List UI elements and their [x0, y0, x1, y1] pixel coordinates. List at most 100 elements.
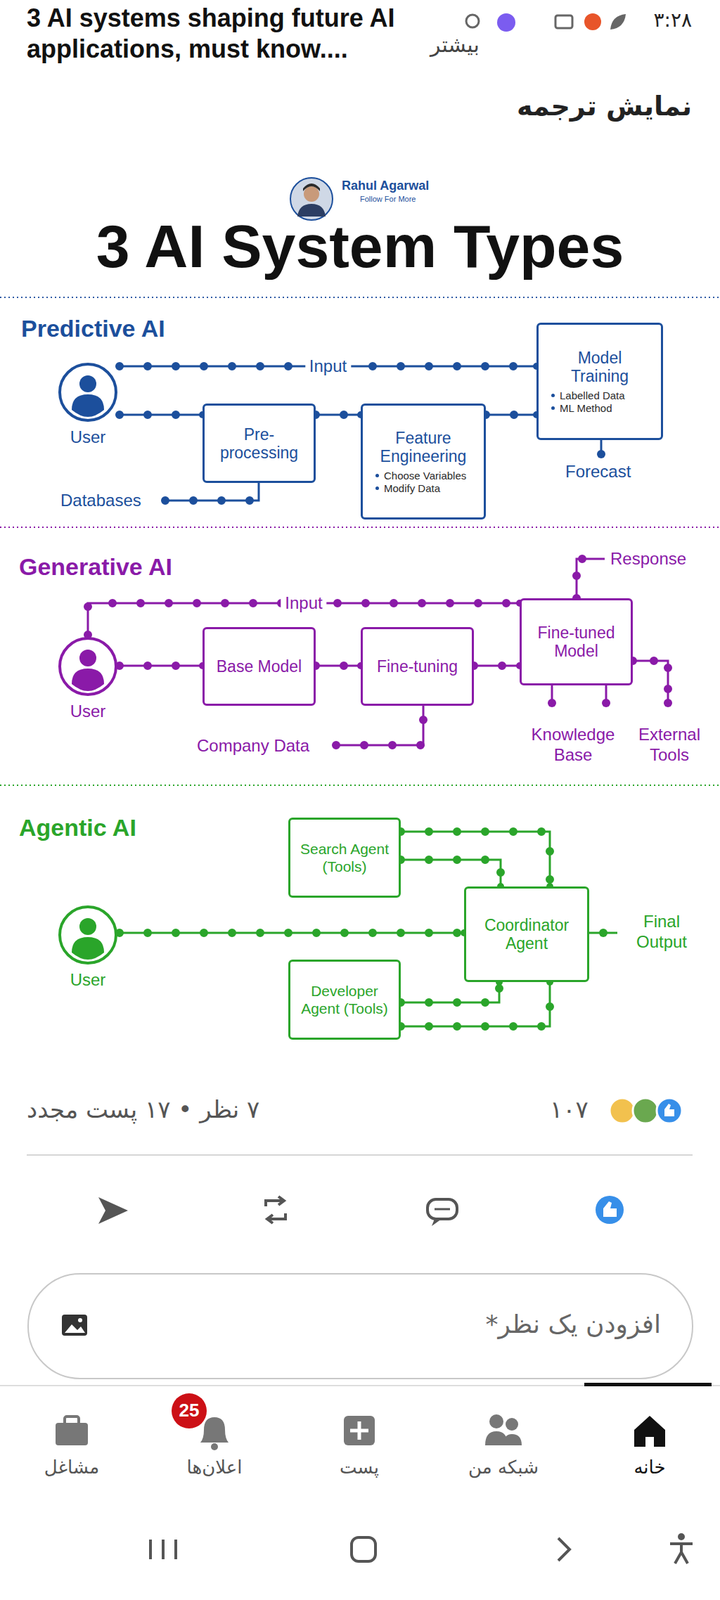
bullet-dot — [375, 486, 379, 491]
bullet-dot — [551, 406, 555, 410]
box-heading: Model Training — [547, 348, 653, 386]
connector — [485, 411, 540, 419]
connector-dots — [473, 661, 520, 671]
connector-line — [400, 859, 501, 887]
plus-glyph — [350, 1421, 369, 1440]
network-icon — [485, 1431, 522, 1446]
box-heading: Coordinator Agent — [474, 916, 579, 953]
output-label: Response — [610, 548, 687, 569]
connector — [400, 978, 503, 1003]
connector — [119, 929, 468, 937]
bullet-text: Choose Variables — [383, 469, 467, 483]
process-box: Feature EngineeringChoose VariablesModif… — [360, 403, 486, 520]
bullet-text: Labelled Data — [559, 389, 626, 403]
action-icons — [98, 1196, 624, 1227]
leader-line — [632, 660, 668, 704]
home-button — [351, 1537, 376, 1562]
badge-count: 25 — [171, 1399, 207, 1422]
image-sun — [78, 1318, 83, 1323]
leader-dots — [336, 705, 424, 746]
user-head — [79, 918, 97, 936]
leader-dot — [596, 450, 606, 459]
user-head — [79, 375, 97, 393]
box-heading: Pre- processing — [213, 425, 306, 462]
connector — [119, 662, 207, 670]
user-ring — [59, 364, 117, 421]
network-icon — [505, 1418, 519, 1431]
app-icon — [497, 13, 516, 32]
image-icon — [61, 1314, 88, 1336]
source-label: Company Data — [196, 735, 310, 756]
back-button — [558, 1538, 570, 1561]
connector — [315, 662, 365, 670]
connector-dots — [315, 410, 361, 420]
image-mountain — [64, 1324, 86, 1334]
bell-icon — [200, 1417, 229, 1443]
process-box: Coordinator Agent — [464, 886, 590, 983]
bell-clapper — [210, 1443, 218, 1451]
connector-dots — [315, 661, 361, 671]
network-icon — [489, 1414, 504, 1429]
leader-dots — [632, 660, 668, 704]
connector-line — [119, 665, 203, 668]
connector — [400, 859, 505, 891]
accessibility-head — [677, 1533, 685, 1541]
connector-line — [473, 665, 520, 668]
box-heading: Fine-tuned Model — [530, 623, 623, 661]
connector-dots — [119, 661, 203, 671]
user-body — [71, 668, 105, 692]
connector-dots — [400, 859, 501, 887]
image-frame — [61, 1314, 88, 1336]
connector — [119, 411, 207, 419]
section-heading: Agentic AI — [18, 813, 137, 843]
like-reaction — [656, 1098, 683, 1124]
connector-line — [315, 665, 361, 668]
bullet-text: ML Method — [559, 402, 612, 415]
repost-icon — [265, 1196, 286, 1224]
connector-line — [485, 414, 537, 417]
status-icon — [466, 14, 479, 28]
avatar-hair — [303, 183, 320, 192]
nav-label: اعلان‌ها — [144, 1456, 285, 1479]
insightful-reaction — [609, 1098, 635, 1124]
nav-label: پست — [288, 1456, 430, 1479]
thumb-glyph — [603, 1201, 617, 1218]
comment-field — [28, 1274, 693, 1379]
like-icon — [595, 1196, 624, 1225]
leader-dots — [576, 558, 605, 599]
section-divider — [0, 784, 720, 787]
jobs-handle — [64, 1416, 79, 1426]
process-box: Model TrainingLabelled DataML Method — [536, 322, 664, 441]
process-box: Base Model — [202, 627, 316, 706]
section-divider — [0, 296, 720, 299]
process-box: Pre- processing — [202, 403, 316, 484]
comment-line — [434, 1208, 450, 1211]
leader-dot — [599, 928, 608, 938]
bullet-item: Modify Data — [375, 482, 441, 495]
author-name: Rahul Agarwal — [341, 177, 429, 194]
process-box: Search Agent (Tools) — [288, 817, 401, 898]
box-heading: Search Agent (Tools) — [294, 840, 395, 876]
notification-badge — [171, 1393, 207, 1429]
tool-label: External Tools — [627, 724, 711, 765]
user-ring — [59, 638, 117, 695]
connector-dots — [119, 928, 465, 938]
user-node: User — [56, 634, 120, 721]
status-time: ۳:۲۸ — [653, 8, 692, 33]
section-heading: Predictive AI — [21, 314, 166, 344]
source-label: Databases — [60, 490, 142, 511]
thumb-glyph — [664, 1103, 675, 1117]
nav-label: خانه — [579, 1456, 720, 1479]
tool-label: Knowledge Base — [527, 724, 619, 765]
connector-dots — [119, 410, 203, 420]
comment-placeholder: افزودن یک نظر* — [485, 1309, 661, 1340]
author-tagline: Follow For More — [360, 194, 416, 204]
box-heading: Feature Engineering — [371, 428, 476, 466]
connector-dots — [400, 982, 550, 1027]
more-link: بیشتر — [430, 32, 480, 58]
send-icon — [98, 1197, 128, 1225]
connector-dots — [400, 982, 500, 1003]
leader-dots — [165, 483, 259, 501]
leader-dot — [663, 698, 673, 708]
connector-line — [315, 414, 361, 417]
